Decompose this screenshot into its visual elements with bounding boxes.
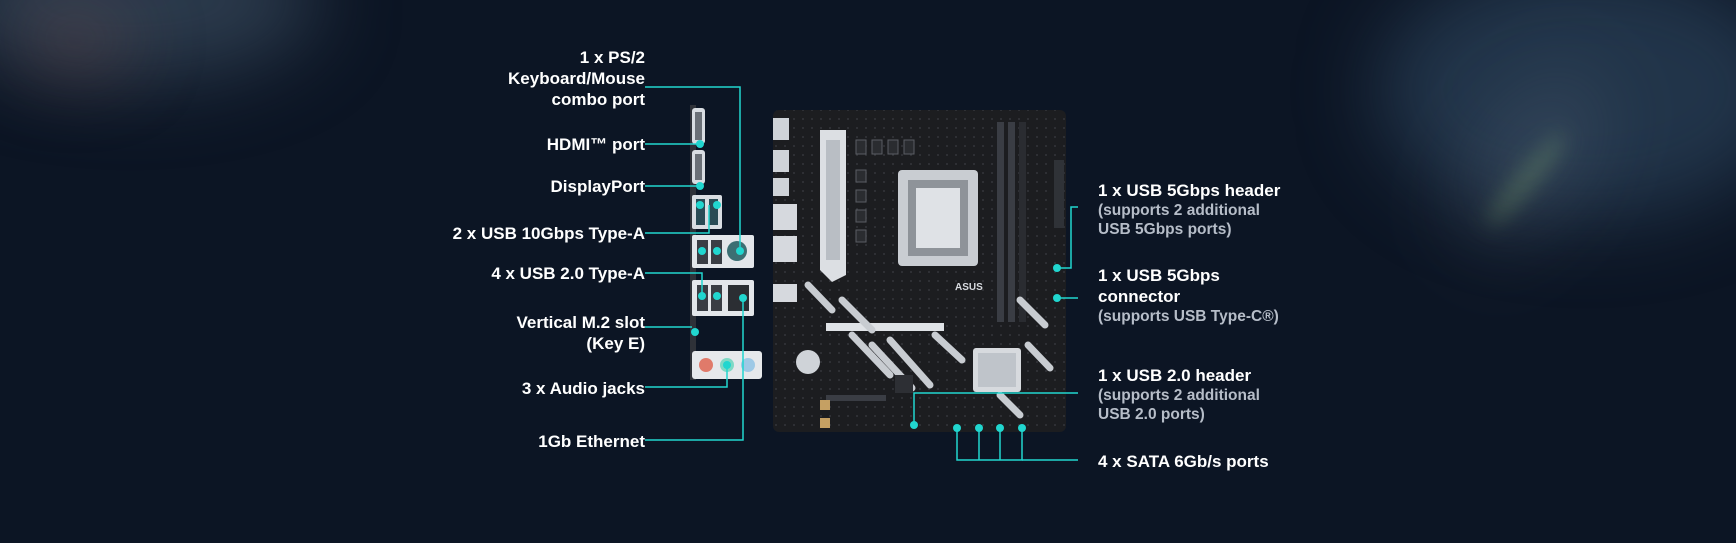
label-audio-jacks: 3 x Audio jacks [522, 378, 645, 399]
label-usb-10gbps: 2 x USB 10Gbps Type-A [453, 223, 645, 244]
callout-dots [691, 140, 1061, 432]
label-title: 1 x USB 5Gbps header [1098, 181, 1281, 200]
label-line: HDMI™ port [546, 135, 645, 154]
label-title: 4 x SATA 6Gb/s ports [1098, 452, 1269, 471]
label-line: 1Gb Ethernet [538, 432, 645, 451]
label-line: 1 x PS/2 [579, 48, 645, 67]
label-title: connector [1098, 287, 1181, 306]
label-line: combo port [551, 90, 646, 109]
io-shield [690, 105, 762, 380]
label-m2-slot: Vertical M.2 slot (Key E) [517, 312, 646, 354]
label-usb-5gbps-header: 1 x USB 5Gbps header (supports 2 additio… [1098, 180, 1280, 239]
label-sub: (supports 2 additional [1098, 387, 1260, 404]
board-brand-logo: ASUS [955, 282, 983, 293]
label-hdmi-port: HDMI™ port [547, 134, 645, 155]
background-glow [20, 10, 130, 70]
label-displayport: DisplayPort [551, 176, 645, 197]
label-sub: USB 2.0 ports) [1098, 406, 1205, 423]
label-sub: USB 5Gbps ports) [1098, 221, 1232, 238]
label-sub: (supports 2 additional [1098, 202, 1260, 219]
label-usb-5gbps-connector: 1 x USB 5Gbps connector (supports USB Ty… [1098, 265, 1279, 326]
label-line: Vertical M.2 slot [516, 313, 646, 332]
label-line: 2 x USB 10Gbps Type-A [452, 224, 645, 243]
label-line: Keyboard/Mouse [508, 69, 645, 88]
label-line: 4 x USB 2.0 Type-A [491, 264, 645, 283]
label-usb-2-type-a: 4 x USB 2.0 Type-A [491, 263, 645, 284]
motherboard: ASUS [773, 110, 1066, 432]
label-sub: (supports USB Type-C®) [1098, 308, 1279, 325]
label-sata-ports: 4 x SATA 6Gb/s ports [1098, 451, 1269, 472]
label-line: 3 x Audio jacks [521, 379, 645, 398]
label-ethernet: 1Gb Ethernet [538, 431, 645, 452]
label-ps2-port: 1 x PS/2 Keyboard/Mouse combo port [508, 47, 645, 110]
label-title: 1 x USB 2.0 header [1098, 366, 1252, 385]
label-line: (Key E) [586, 334, 645, 353]
callout-lines [645, 86, 1078, 461]
label-usb-2-header: 1 x USB 2.0 header (supports 2 additiona… [1098, 365, 1260, 424]
label-title: 1 x USB 5Gbps [1098, 266, 1220, 285]
label-line: DisplayPort [550, 177, 645, 196]
